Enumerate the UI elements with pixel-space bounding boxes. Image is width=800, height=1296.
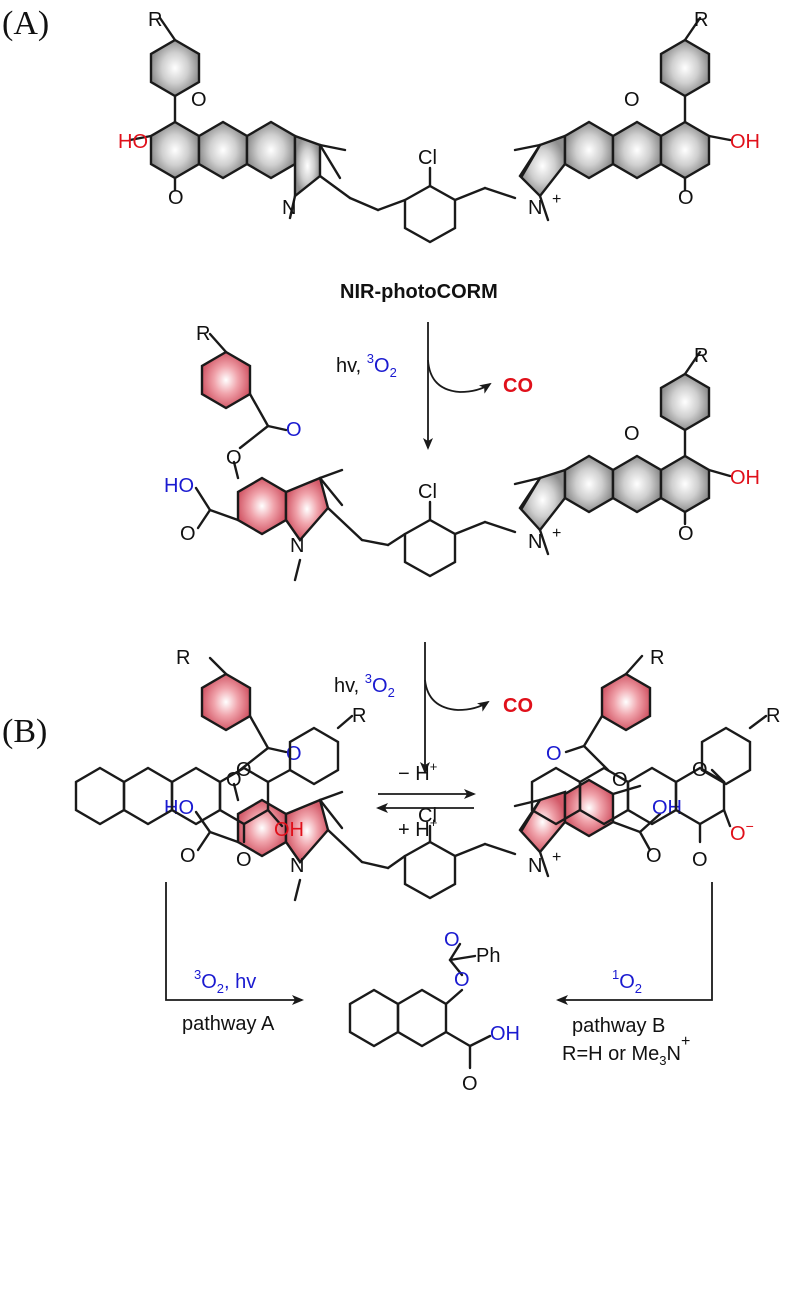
pathway-a-label: pathway A <box>182 1013 275 1035</box>
pathway-a-reagent: 3O2, hv <box>194 967 256 996</box>
panel-label-b: (B) <box>2 713 47 750</box>
pathway-b-label: pathway B <box>572 1015 665 1037</box>
atom-cl-row2: Cl <box>418 481 437 503</box>
pathway-a-arrow: 3O2, hv pathway A <box>165 882 304 1035</box>
reaction-arrow-2: hv, 3O2 CO <box>334 642 533 774</box>
charge-plus-row3: + <box>552 849 561 866</box>
atom-o-carbonyl-row3-right: O <box>546 743 562 765</box>
atom-o-ketone-row2-right: O <box>678 523 694 545</box>
atom-n-left: N <box>282 197 296 219</box>
charge-plus-row1: + <box>552 191 561 208</box>
atom-o-acid-row3-left: O <box>180 845 196 867</box>
condition-label-2: hv, 3O2 <box>334 671 395 700</box>
co-release-2: CO <box>503 695 533 717</box>
atom-oh-right: OH <box>730 131 760 153</box>
atom-ho-row3: HO <box>164 797 194 819</box>
substituent-note: R=H or Me3N+ <box>562 1033 690 1068</box>
atom-r-left: R <box>148 9 162 31</box>
atom-o-anion-b2: O− <box>730 818 754 845</box>
panel-label-a: (A) <box>2 5 49 42</box>
atom-o-b1: O <box>236 759 252 781</box>
naphthoflavonolate-anion: R O O− O <box>530 705 780 871</box>
atom-o-acid-row2: O <box>180 523 196 545</box>
atom-r-row2-left: R <box>196 323 210 345</box>
atom-oh-b1: OH <box>274 819 304 841</box>
reaction-arrow-1: hv, 3O2 CO <box>336 322 533 450</box>
atom-n-right: N <box>528 197 542 219</box>
atom-o-ester-row3-left: O <box>226 769 242 791</box>
atom-o-b2: O <box>692 759 708 781</box>
atom-o-acid-row3-right: O <box>646 845 662 867</box>
central-cyclohexene <box>403 166 517 244</box>
atom-o-left: O <box>191 89 207 111</box>
atom-o-acid-product: O <box>462 1073 478 1095</box>
protonation-label: + H+ <box>398 815 437 841</box>
atom-o-carbonyl-product: O <box>444 929 460 951</box>
atom-ho-left: HO <box>118 131 148 153</box>
atom-n-row3-right: N <box>528 855 542 877</box>
equilibrium-arrows: − H+ + H+ <box>376 759 476 841</box>
atom-o-ketone-b2: O <box>692 849 708 871</box>
co-release-1: CO <box>503 375 533 397</box>
deprotonation-label: − H+ <box>398 759 437 785</box>
atom-o-carbonyl-row2: O <box>286 419 302 441</box>
indole-benzo-ring-left-2 <box>236 476 288 536</box>
atom-o-ester-product: O <box>454 969 470 991</box>
atom-r-b1: R <box>352 705 366 727</box>
pathway-b-arrow: 1O2 pathway B R=H or Me3N+ <box>556 882 713 1068</box>
atom-cl-row3: Cl <box>418 805 437 827</box>
atom-n-row2-right: N <box>528 531 542 553</box>
atom-o-ester-row2: O <box>226 447 242 469</box>
atom-ph-product: Ph <box>476 945 500 967</box>
atom-oh-row2-right: OH <box>730 467 760 489</box>
atom-r-row3-right: R <box>650 647 664 669</box>
benzoyl-ring-left-2 <box>200 350 252 410</box>
atom-r-right: R <box>694 9 708 31</box>
nir-photocorm-structure: R O HO O N Cl R O OH <box>118 9 760 303</box>
atom-r-row2-right: R <box>694 345 708 367</box>
atom-o-ketone-left: O <box>168 187 184 209</box>
atom-ho-row2: HO <box>164 475 194 497</box>
atom-oh-product: OH <box>490 1023 520 1045</box>
atom-o-ketone-b1: O <box>236 849 252 871</box>
atom-o-row2-right: O <box>624 423 640 445</box>
atom-o-ketone-right: O <box>678 187 694 209</box>
right-grey-ring-system <box>513 16 732 222</box>
naphthoic-ester-product: O Ph O OH O <box>348 929 520 1095</box>
mono-cleaved-structure: R O O HO O N Cl R O OH <box>164 323 760 582</box>
atom-r-b2: R <box>766 705 780 727</box>
atom-r-row3-left: R <box>176 647 190 669</box>
pathway-b-reagent: 1O2 <box>612 967 642 996</box>
atom-n-row3-left: N <box>290 855 304 877</box>
left-grey-ring-system <box>128 16 407 220</box>
naphthoflavonol-neutral: R O OH O <box>74 705 366 871</box>
compound-name: NIR-photoCORM <box>340 281 498 303</box>
charge-plus-row2: + <box>552 525 561 542</box>
atom-o-right: O <box>624 89 640 111</box>
atom-cl-row1: Cl <box>418 147 437 169</box>
atom-oh-row3-right: OH <box>652 797 682 819</box>
condition-label-1: hv, 3O2 <box>336 351 397 380</box>
atom-o-carbonyl-row3-left: O <box>286 743 302 765</box>
atom-n-row2-left: N <box>290 535 304 557</box>
